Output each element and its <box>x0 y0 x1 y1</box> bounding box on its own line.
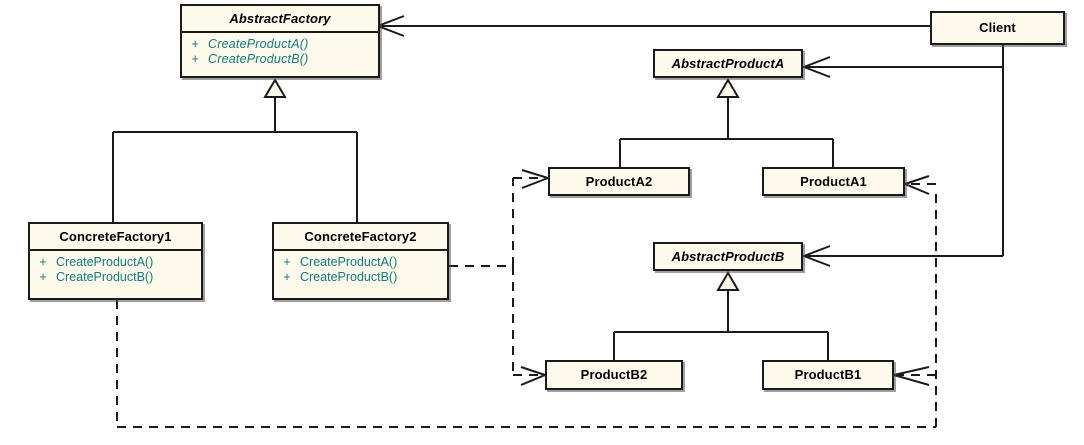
class-concrete-factory-1[interactable]: ConcreteFactory1 + CreateProductA() + Cr… <box>28 222 203 300</box>
operation-row: + CreateProductB() <box>182 52 378 67</box>
class-concrete-factory-2[interactable]: ConcreteFactory2 + CreateProductA() + Cr… <box>272 222 449 300</box>
class-title: ProductB1 <box>794 367 862 382</box>
operation-name: CreateProductB() <box>208 52 309 66</box>
class-title: ProductA2 <box>585 174 653 189</box>
operation-row: + CreateProductA() <box>182 37 378 52</box>
gen-concretefactories-abstractfactory <box>112 78 358 222</box>
operations-compartment: + CreateProductA() + CreateProductB() <box>182 33 378 72</box>
visibility-marker: + <box>283 270 291 284</box>
visibility-marker: + <box>191 37 199 51</box>
operation-name: CreateProductA() <box>56 255 154 269</box>
class-title: ConcreteFactory1 <box>59 229 172 244</box>
dep-concretefactory2-products <box>449 169 552 386</box>
assoc-client-abstractproducta <box>801 56 1003 78</box>
visibility-marker: + <box>39 255 47 269</box>
operation-name: CreateProductA() <box>208 37 309 51</box>
class-title: AbstractFactory <box>229 11 331 26</box>
operation-row: + CreateProductB() <box>274 270 447 285</box>
operations-compartment: + CreateProductA() + CreateProductB() <box>30 251 201 290</box>
class-title: ConcreteFactory2 <box>304 229 417 244</box>
class-title: ProductA1 <box>800 174 867 189</box>
dep-concretefactory1-products <box>116 175 937 428</box>
class-client[interactable]: Client <box>930 11 1065 45</box>
operation-name: CreateProductB() <box>300 270 398 284</box>
class-abstract-product-a[interactable]: AbstractProductA <box>653 49 803 78</box>
gen-productsb-abstractproductb <box>613 271 829 360</box>
class-title: AbstractProductB <box>671 249 785 264</box>
compartment-separator <box>182 31 378 33</box>
gen-productsa-abstractproducta <box>619 78 834 167</box>
class-title: AbstractProductA <box>671 56 785 71</box>
operation-row: + CreateProductA() <box>30 255 201 270</box>
class-product-b2[interactable]: ProductB2 <box>545 360 683 390</box>
class-product-b1[interactable]: ProductB1 <box>762 360 894 390</box>
operation-row: + CreateProductB() <box>30 270 201 285</box>
assoc-client-abstractfactory <box>375 15 930 37</box>
class-abstract-product-b[interactable]: AbstractProductB <box>653 242 803 271</box>
operation-name: CreateProductB() <box>56 270 154 284</box>
visibility-marker: + <box>191 52 199 66</box>
class-product-a1[interactable]: ProductA1 <box>762 167 905 196</box>
operation-row: + CreateProductA() <box>274 255 447 270</box>
assoc-client-abstractproductb <box>801 245 1003 267</box>
class-abstract-factory[interactable]: AbstractFactory + CreateProductA() + Cre… <box>180 4 380 78</box>
compartment-separator <box>30 249 201 251</box>
compartment-separator <box>274 249 447 251</box>
class-title: ProductB2 <box>580 367 648 382</box>
operations-compartment: + CreateProductA() + CreateProductB() <box>274 251 447 290</box>
visibility-marker: + <box>283 255 291 269</box>
class-product-a2[interactable]: ProductA2 <box>548 167 690 196</box>
operation-name: CreateProductA() <box>300 255 398 269</box>
visibility-marker: + <box>39 270 47 284</box>
class-title: Client <box>979 20 1016 35</box>
